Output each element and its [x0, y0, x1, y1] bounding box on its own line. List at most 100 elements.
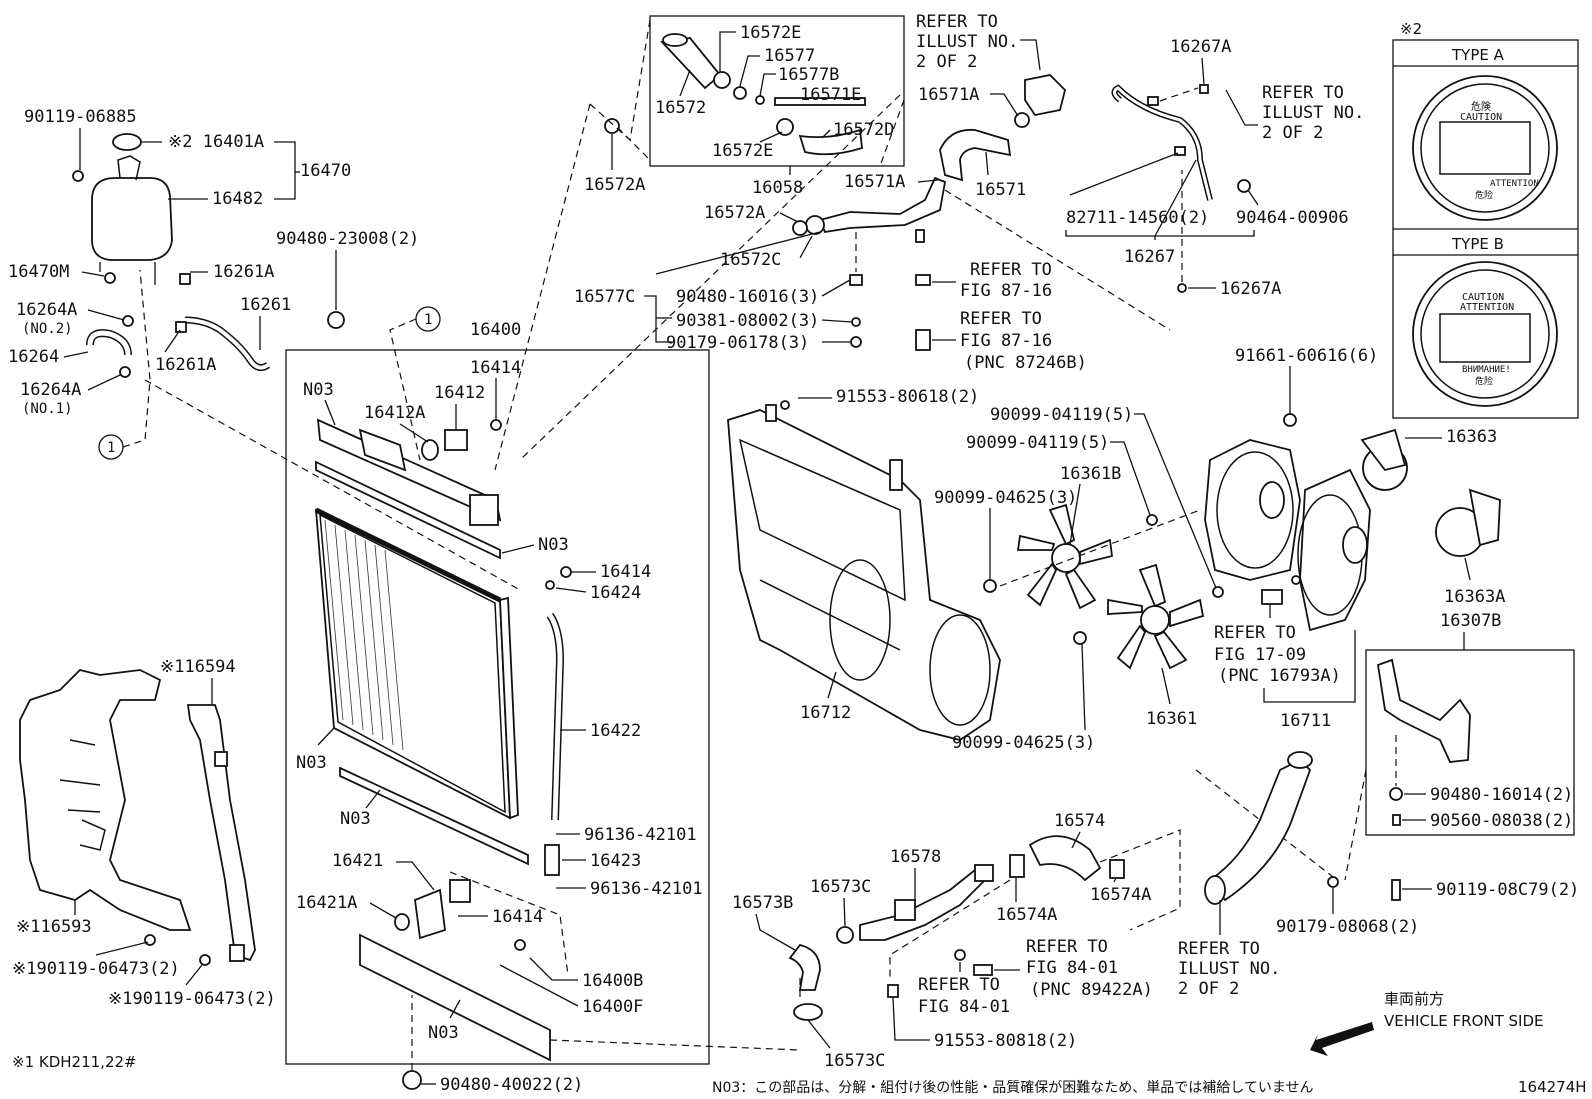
label-16414-top: 16414: [470, 358, 521, 378]
water-pipe-lower-right: [1208, 758, 1312, 902]
vehicle-front-en: VEHICLE FRONT SIDE: [1384, 1012, 1544, 1030]
label-16572a-mid: 16572A: [704, 203, 765, 223]
label-90119-06473-a: ※190119-06473(2): [12, 959, 180, 979]
callout-1-left-text: 1: [107, 440, 115, 456]
label-16577: 16577: [764, 46, 815, 66]
label-16401a: ※2 16401A: [168, 132, 264, 152]
label-16470m: 16470M: [8, 262, 69, 282]
label-16711: 16711: [1280, 711, 1331, 731]
label-refer-illust-3-line1: REFER TO: [1178, 939, 1260, 959]
label-16421a: 16421A: [296, 893, 357, 913]
label-16264a-no2: 16264A: [16, 300, 77, 320]
label-16400: 16400: [470, 320, 521, 340]
cap-a-text-3: 危险: [1475, 189, 1493, 201]
vehicle-front-arrow-icon: [1310, 1022, 1374, 1056]
label-16363a: 16363A: [1444, 587, 1505, 607]
label-16571a-bottom: 16571A: [844, 172, 905, 192]
fan-housing-16711: [1204, 439, 1371, 632]
label-90179-06178: 90179-06178(3): [666, 333, 809, 353]
cap-a-text-1: CAUTION: [1460, 112, 1502, 123]
hose-16571: [939, 128, 1012, 182]
callout-1-right-text: 1: [424, 312, 432, 328]
radiator-group: [314, 311, 572, 1090]
fan-shroud-16712: [727, 409, 1001, 741]
label-refer-illust-2-line3: 2 OF 2: [1262, 123, 1323, 143]
label-16574a-left: 16574A: [996, 905, 1057, 925]
water-inlet-housing: [1024, 74, 1066, 117]
label-16574a-right: 16574A: [1090, 885, 1151, 905]
label-16261a-upper: 16261A: [213, 262, 274, 282]
label-16361b: 16361B: [1060, 464, 1121, 484]
label-16571: 16571: [975, 180, 1026, 200]
label-16578: 16578: [890, 847, 941, 867]
label-refer-illust-1-line2: ILLUST NO.: [916, 32, 1018, 52]
upper-hose-detail-frame: [649, 15, 905, 167]
label-90381-08002: 90381-08002(3): [676, 311, 819, 331]
label-ref-87-16b-line2: FIG 87-16: [960, 331, 1052, 351]
label-90099-04625-a: 90099-04625(3): [934, 488, 1077, 508]
lower-pipe-group: [788, 751, 1313, 1021]
label-16414-lower: 16414: [492, 907, 543, 927]
label-16470: 16470: [300, 161, 351, 181]
type-box-note-mark: ※2: [1400, 20, 1422, 38]
label-n03-core: N03: [296, 753, 327, 773]
cap-b-text-2: ВНИМАНИЕ!: [1462, 365, 1511, 375]
upper-hose-group: [660, 33, 866, 156]
label-ref-84-01b-line2: FIG 84-01: [918, 997, 1010, 1017]
type-b-label: TYPE B: [1451, 235, 1504, 253]
label-96136-42101-upper: 96136-42101: [584, 825, 697, 845]
fan-16361: [1107, 563, 1205, 670]
label-90119-06885: 90119-06885: [24, 107, 137, 127]
label-n03-upper-seal: N03: [538, 535, 569, 555]
label-90099-04119-a: 90099-04119(5): [990, 405, 1133, 425]
label-16593: ※116593: [16, 917, 92, 937]
label-16424: 16424: [590, 583, 641, 603]
label-16264a-no1: 16264A: [20, 380, 81, 400]
label-90480-16016: 90480-16016(3): [676, 287, 819, 307]
label-16400f: 16400F: [582, 997, 643, 1017]
label-16421: 16421: [332, 851, 383, 871]
label-16573c-bottom: 16573C: [824, 1051, 885, 1071]
label-90119-08c79: 90119-08C79(2): [1436, 880, 1579, 900]
side-seal-16593: [19, 669, 192, 931]
water-pipe-group: [792, 176, 947, 351]
label-ref-84-01a-line3: (PNC 89422A): [1030, 980, 1153, 1000]
radiator-lower-seal: [339, 766, 529, 866]
fan-motor-16363: [1360, 428, 1408, 491]
label-16571e: 16571E: [800, 85, 861, 105]
label-16423: 16423: [590, 851, 641, 871]
label-16571a-top: 16571A: [918, 85, 979, 105]
label-16573c-top: 16573C: [810, 877, 871, 897]
label-16577c: 16577C: [574, 287, 635, 307]
reserve-tank-cap: [112, 133, 142, 151]
side-seal-group: [19, 669, 256, 966]
label-refer-illust-2-line2: ILLUST NO.: [1262, 103, 1364, 123]
label-16573b: 16573B: [732, 893, 793, 913]
label-16363: 16363: [1446, 427, 1497, 447]
label-16267: 16267: [1124, 247, 1175, 267]
vehicle-front-jp: 車両前方: [1384, 990, 1444, 1008]
label-refer-illust-3-line3: 2 OF 2: [1178, 979, 1239, 999]
label-16307b: 16307B: [1440, 611, 1501, 631]
label-91661-60616: 91661-60616(6): [1235, 346, 1378, 366]
label-ref-17-09-line1: REFER TO: [1214, 623, 1296, 643]
fan-16361b: [1016, 503, 1113, 610]
label-90464-00906: 90464-00906: [1236, 208, 1349, 228]
radiator-upper-seal: [315, 460, 501, 560]
label-16572a-left: 16572A: [584, 175, 645, 195]
water-outlet-pipe: [818, 176, 947, 234]
label-refer-illust-3-line2: ILLUST NO.: [1178, 959, 1280, 979]
label-16412a: 16412A: [364, 403, 425, 423]
fan-motor-16363a: [1435, 488, 1501, 557]
label-16261: 16261: [240, 295, 291, 315]
hose-16574: [1028, 835, 1102, 882]
radiator-cap-type-a: 危険 CAUTION ATTENTION 危险: [1412, 75, 1558, 221]
label-16572c: 16572C: [720, 250, 781, 270]
label-16712: 16712: [800, 703, 851, 723]
label-90560-08038: 90560-08038(2): [1430, 811, 1573, 831]
cap-a-text-0: 危険: [1471, 101, 1491, 113]
label-16264: 16264: [8, 347, 59, 367]
label-91553-80818: 91553-80818(2): [934, 1031, 1077, 1051]
label-16572: 16572: [655, 98, 706, 118]
